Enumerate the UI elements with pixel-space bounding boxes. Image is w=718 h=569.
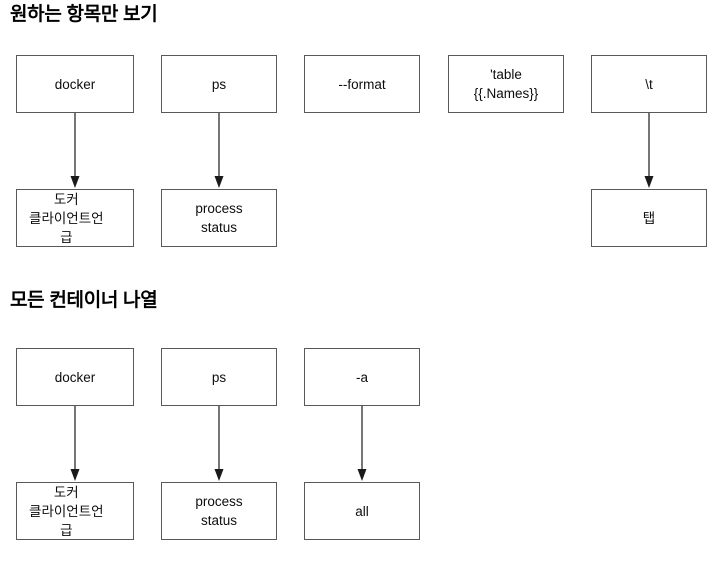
node-command-table-names: 'table {{.Names}} <box>448 55 564 113</box>
arrow-ps-to-process-status-2 <box>214 406 224 481</box>
node-label: process status <box>195 494 243 528</box>
node-result-docker-client-2: 도커 클라이언트언 급 <box>16 482 134 540</box>
node-label: --format <box>338 76 386 92</box>
node-label: ps <box>211 76 227 92</box>
node-label: docker <box>54 369 96 385</box>
node-label: 도커 클라이언트언 급 <box>29 191 104 245</box>
node-result-tab: 탭 <box>591 189 707 247</box>
node-result-all: all <box>304 482 420 540</box>
arrow-all-flag-to-all <box>357 406 367 481</box>
node-label: docker <box>54 76 96 92</box>
node-label: \t <box>645 76 653 92</box>
node-command-ps-1: ps <box>161 55 277 113</box>
node-label: ps <box>211 369 227 385</box>
node-command-docker-2: docker <box>16 348 134 406</box>
node-command-docker-1: docker <box>16 55 134 113</box>
section-title-filter-columns: 원하는 항목만 보기 <box>10 4 158 25</box>
node-label: process status <box>195 201 243 235</box>
node-label: 'table {{.Names}} <box>473 67 539 101</box>
node-label: 도커 클라이언트언 급 <box>29 484 104 538</box>
node-command-ps-2: ps <box>161 348 277 406</box>
node-result-process-status-1: process status <box>161 189 277 247</box>
arrow-ps-to-process-status-1 <box>214 113 224 188</box>
node-command-all-flag: -a <box>304 348 420 406</box>
node-label: -a <box>355 369 368 385</box>
node-command-tab-escape: \t <box>591 55 707 113</box>
arrow-docker-to-client-1 <box>70 113 80 188</box>
node-command-format: --format <box>304 55 420 113</box>
node-label: 탭 <box>642 210 656 226</box>
node-label: all <box>355 503 369 519</box>
section-title-list-all-containers: 모든 컨테이너 나열 <box>10 290 158 311</box>
node-result-docker-client-1: 도커 클라이언트언 급 <box>16 189 134 247</box>
arrow-docker-to-client-2 <box>70 406 80 481</box>
arrow-tab-escape-to-tab <box>644 113 654 188</box>
node-result-process-status-2: process status <box>161 482 277 540</box>
